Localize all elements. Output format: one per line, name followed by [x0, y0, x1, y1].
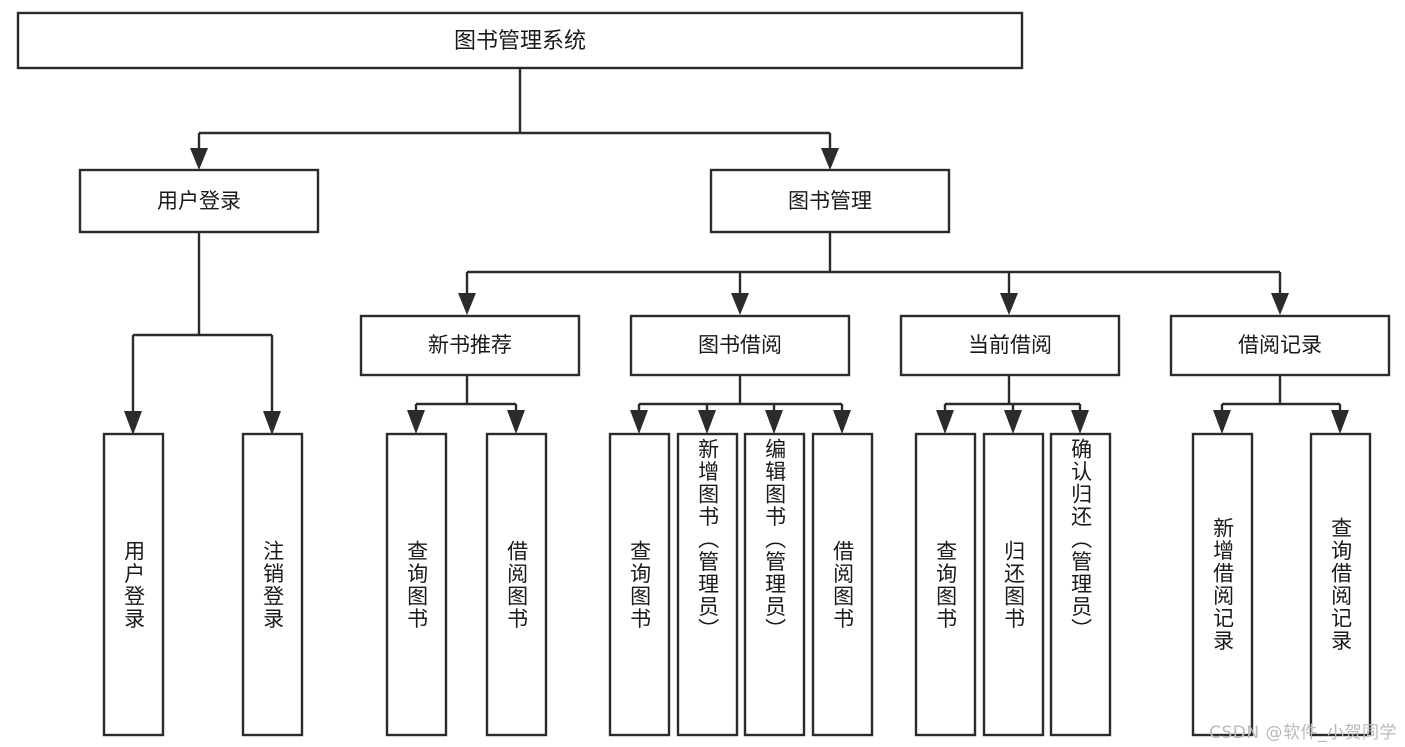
- arrow-head-currentborrow-leaf-3: [1071, 410, 1089, 434]
- watermark-text: CSDN @软件_小贺同学: [1209, 723, 1397, 743]
- node-user-login-label: 用户登录: [157, 189, 241, 213]
- node-book-management-label: 图书管理: [788, 189, 872, 213]
- arrow-head-newbook-leaf-1: [407, 410, 425, 434]
- arrow-head-new-book-rec: [458, 293, 476, 315]
- node-box-group: 图书管理系统 用户登录 图书管理 新书推荐 图书借阅 当前借阅 借阅记录: [16, 11, 1391, 737]
- node-leaf-query-book-borrow[interactable]: [608, 432, 671, 737]
- node-leaf-confirm-return-admin[interactable]: [1049, 432, 1112, 737]
- node-book-borrowing[interactable]: [629, 314, 851, 377]
- node-leaf-query-book-current[interactable]: [914, 432, 977, 737]
- arrow-head-leaf-logout: [263, 411, 281, 435]
- node-user-login[interactable]: [78, 168, 320, 234]
- arrow-head-current-borrow: [1000, 293, 1018, 315]
- node-leaf-borrow-book-newbook[interactable]: [485, 432, 548, 737]
- arrow-head-bookborrow-leaf-1: [630, 410, 648, 434]
- node-leaf-query-book-newbook[interactable]: [385, 432, 448, 737]
- node-leaf-return-book[interactable]: [982, 432, 1045, 737]
- arrow-head-currentborrow-leaf-1: [936, 410, 954, 434]
- node-leaf-add-borrow-record[interactable]: [1191, 432, 1254, 737]
- node-borrowing-record[interactable]: [1169, 314, 1391, 377]
- node-borrowing-record-label: 借阅记录: [1238, 333, 1322, 357]
- arrow-head-borrowrecord-leaf-1: [1213, 410, 1231, 434]
- arrow-head-bookborrow-leaf-4: [833, 410, 851, 434]
- node-root-book-management-system[interactable]: [16, 11, 1024, 70]
- arrow-head-bookborrow-leaf-3: [765, 410, 783, 434]
- node-leaf-edit-book-admin[interactable]: [743, 432, 806, 737]
- node-current-borrowing[interactable]: [899, 314, 1121, 377]
- node-book-borrowing-label: 图书借阅: [698, 333, 782, 357]
- arrow-head-borrowrecord-leaf-2: [1331, 410, 1349, 434]
- node-new-book-recommendation-label: 新书推荐: [428, 333, 512, 357]
- arrow-head-bookborrow-leaf-2: [698, 410, 716, 434]
- connector-group: [124, 68, 1349, 435]
- node-leaf-logout[interactable]: [241, 432, 304, 737]
- arrow-head-newbook-leaf-2: [507, 410, 525, 434]
- arrow-head-user-login: [190, 148, 208, 170]
- node-leaf-user-login[interactable]: [102, 432, 165, 737]
- arrow-head-book-borrow: [731, 293, 749, 315]
- node-root-label: 图书管理系统: [454, 29, 586, 54]
- arrow-head-borrow-record: [1271, 293, 1289, 315]
- node-leaf-borrow-book[interactable]: [811, 432, 874, 737]
- node-leaf-add-book-admin[interactable]: [676, 432, 739, 737]
- node-leaf-query-borrow-record[interactable]: [1309, 432, 1372, 737]
- arrow-head-leaf-user-login: [124, 411, 142, 435]
- node-book-management[interactable]: [709, 168, 951, 234]
- node-current-borrowing-label: 当前借阅: [968, 333, 1052, 357]
- arrow-head-book-mgmt: [821, 148, 839, 170]
- arrow-head-currentborrow-leaf-2: [1004, 410, 1022, 434]
- node-new-book-recommendation[interactable]: [359, 314, 581, 377]
